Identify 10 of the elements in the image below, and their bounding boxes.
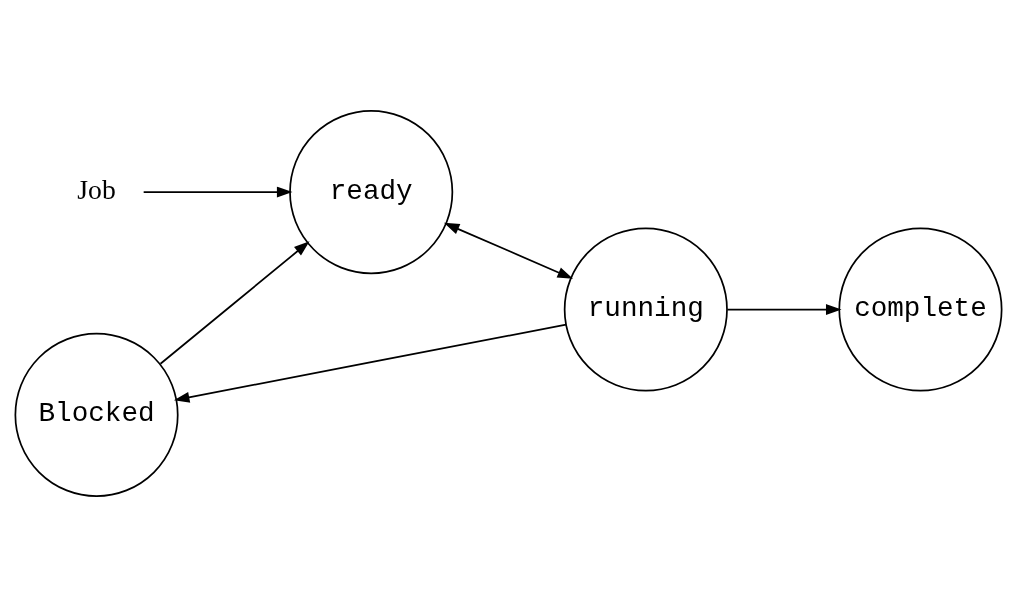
node-text: Job [77, 173, 116, 205]
arrow [142, 186, 293, 198]
node-circle: complete [838, 227, 1003, 392]
node-circle: running [563, 227, 728, 392]
arrow [173, 323, 567, 403]
arrow [726, 303, 842, 315]
arrow [443, 222, 574, 279]
arrow [159, 240, 310, 365]
node-circle: ready [289, 109, 454, 274]
node-circle: Blocked [14, 332, 179, 497]
